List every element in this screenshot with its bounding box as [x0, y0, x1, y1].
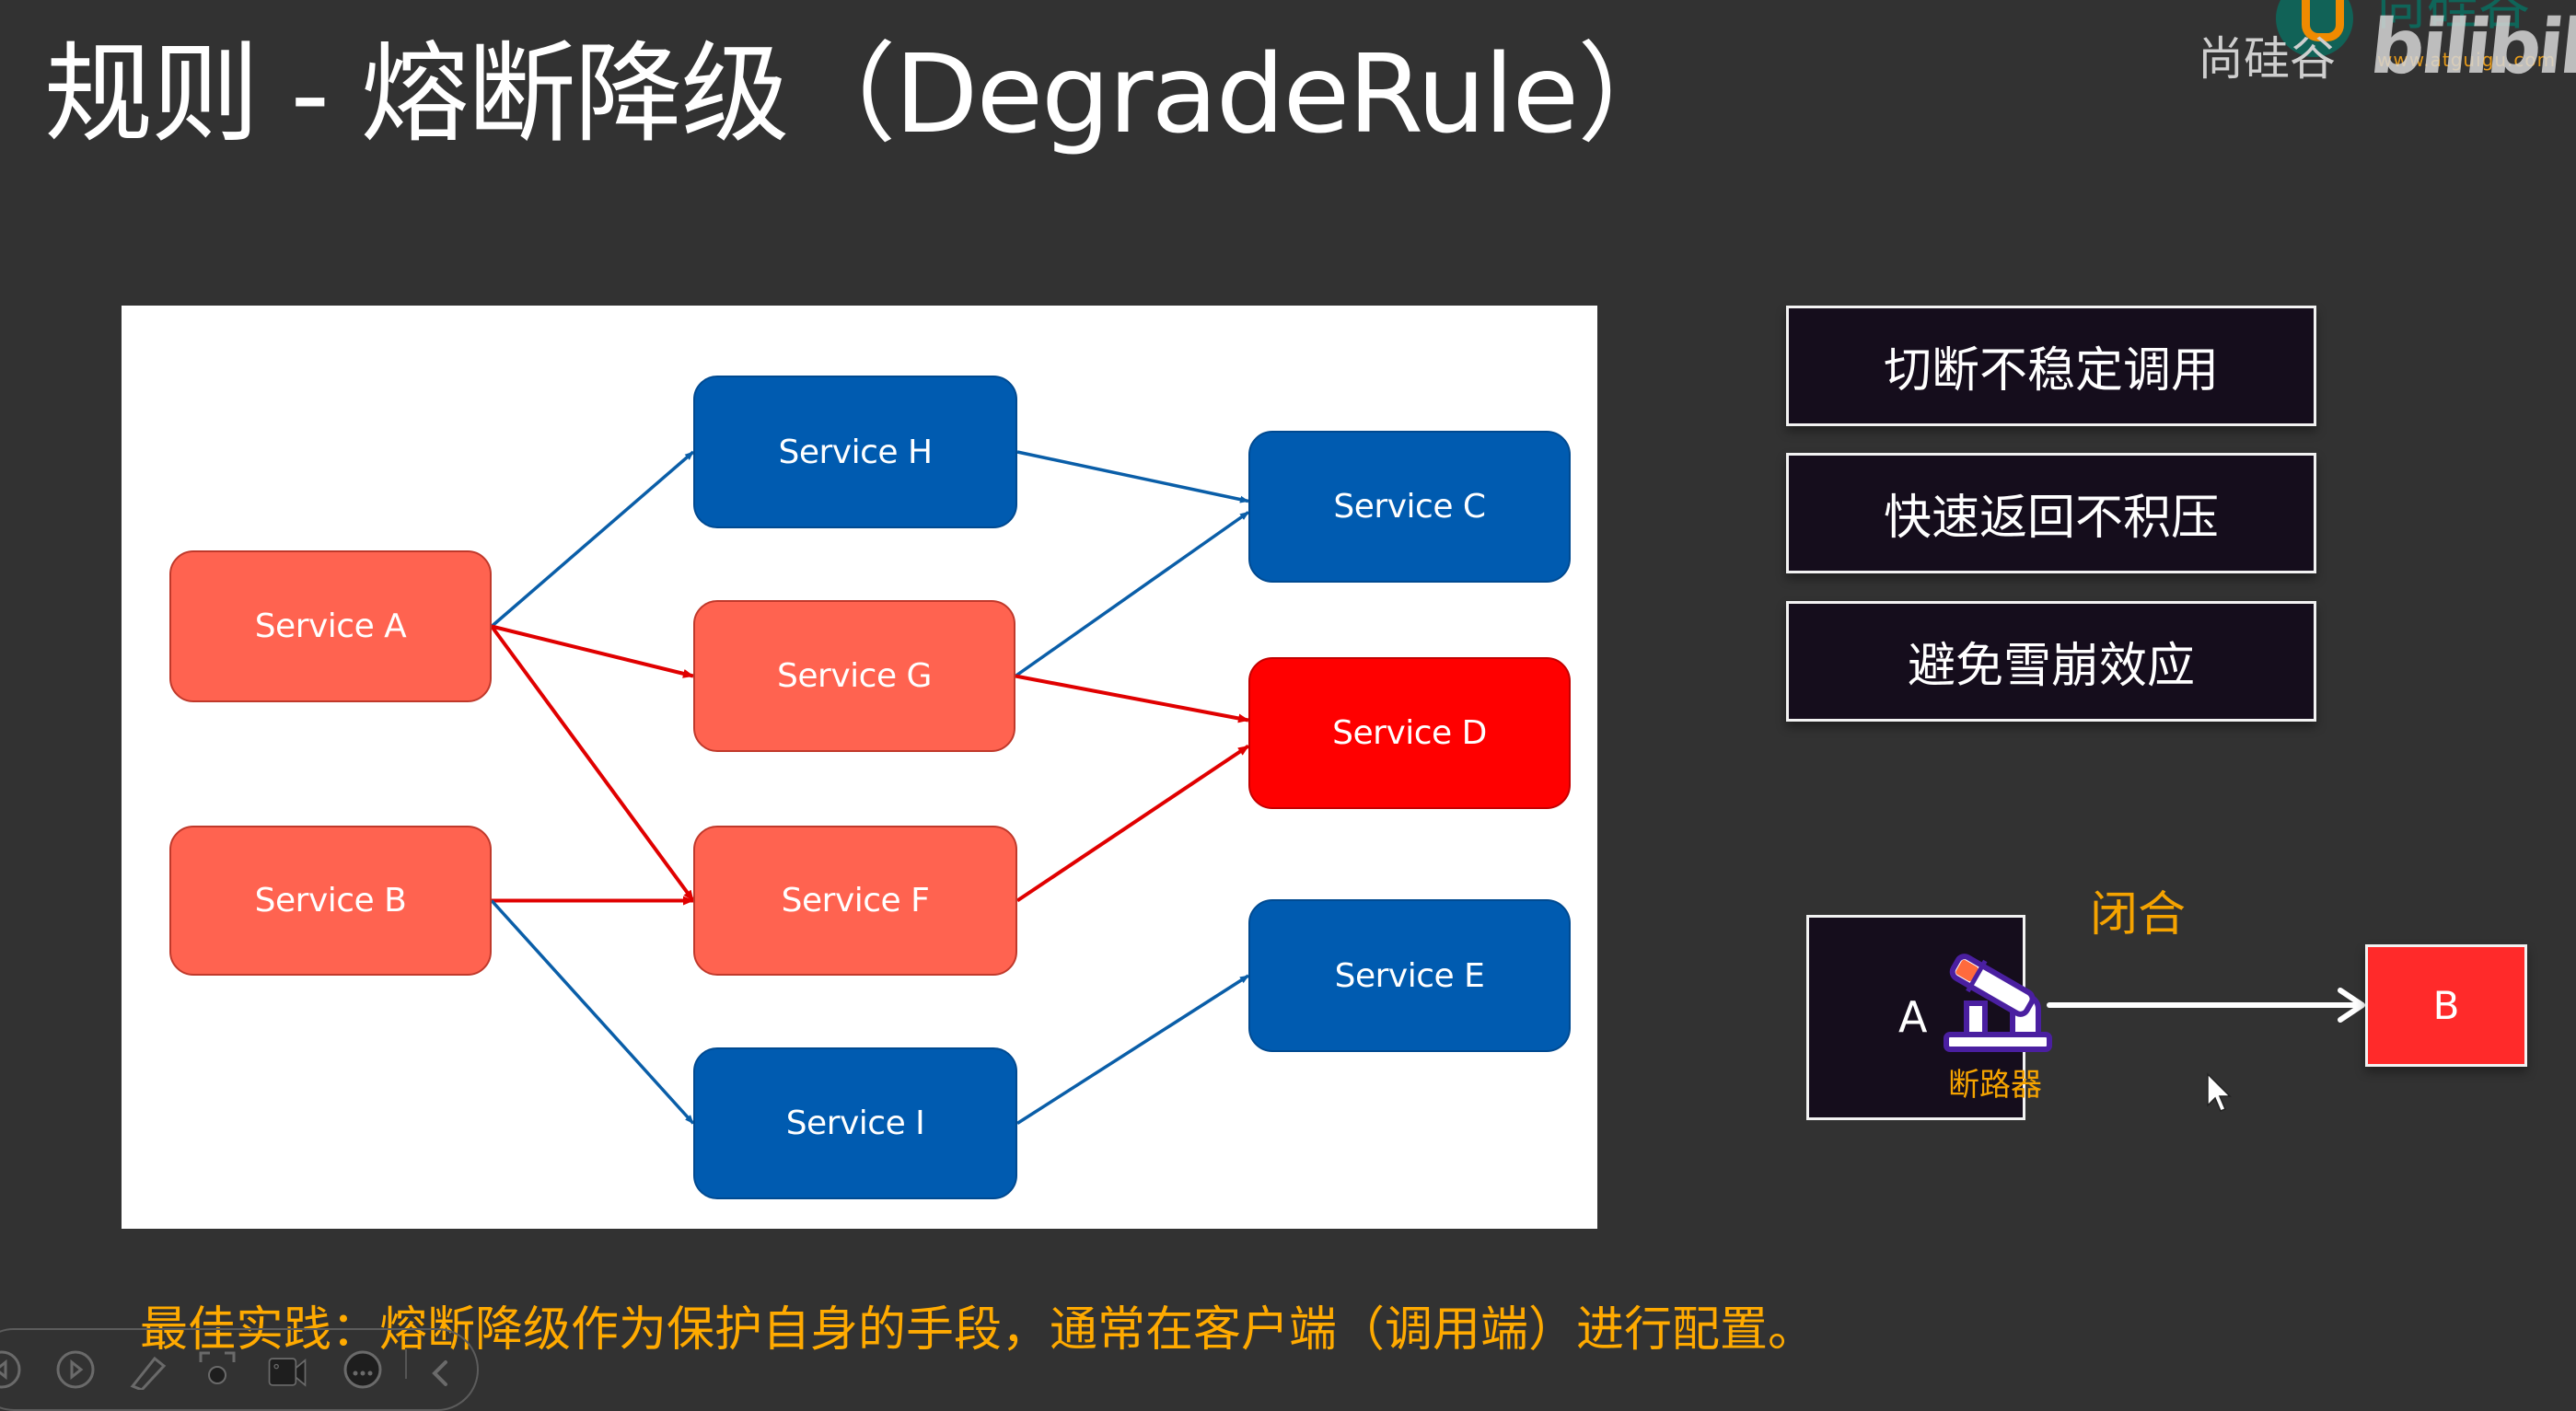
callee-box: B [2365, 944, 2527, 1067]
benefit-cut-unstable-calls: 切断不稳定调用 [1786, 306, 2316, 426]
caller-box [1806, 915, 2025, 1120]
service-node-label: Service I [785, 1105, 925, 1142]
toolbar-divider [405, 1349, 407, 1379]
watermark-brand: 尚硅谷 [2198, 32, 2336, 86]
service-node-label: Service A [254, 607, 407, 645]
collapse-icon[interactable] [420, 1349, 460, 1390]
focus-icon[interactable] [197, 1349, 238, 1390]
watermark-url: www.atguigu.com [2377, 49, 2557, 71]
benefit-label: 避免雪崩效应 [1907, 639, 2195, 694]
circuit-breaker-icon [1944, 954, 2052, 1052]
service-node-e: Service E [1248, 899, 1571, 1052]
watermark: 尚硅谷 www.atguigu.com 尚硅谷 bilibili [2182, 0, 2576, 101]
edge-b-to-i [490, 899, 695, 1125]
service-node-d: Service D [1248, 657, 1571, 809]
edge-f-to-d [1015, 744, 1250, 903]
previous-icon[interactable] [0, 1349, 22, 1390]
service-node-label: Service H [778, 433, 933, 471]
camera-icon[interactable] [267, 1349, 307, 1390]
service-node-c: Service C [1248, 431, 1571, 583]
service-node-b: Service B [169, 826, 492, 976]
edge-a-to-g [491, 624, 694, 678]
service-node-label: Service D [1332, 714, 1487, 752]
service-node-label: Service G [777, 657, 932, 695]
benefit-avoid-avalanche: 避免雪崩效应 [1786, 601, 2316, 722]
slide-title: 规则 - 熔断降级（DegradeRule） [44, 30, 1686, 157]
edge-i-to-e [1016, 974, 1249, 1125]
benefit-label: 快速返回不积压 [1883, 491, 2219, 546]
service-node-label: Service F [781, 882, 930, 919]
edge-g-to-d [1015, 674, 1249, 723]
callee-label: B [2432, 983, 2460, 1028]
caller-label: A [1898, 992, 1928, 1042]
watermark-teal-brand: 尚硅谷 [2375, 0, 2530, 37]
service-node-label: Service B [254, 882, 407, 919]
benefit-label: 切断不稳定调用 [1883, 343, 2219, 399]
pen-icon[interactable] [127, 1349, 168, 1390]
best-practice-note: 最佳实践：熔断降级作为保护自身的手段，通常在客户端（调用端）进行配置。 [140, 1302, 1816, 1358]
breaker-label: 断路器 [1948, 1067, 2042, 1104]
service-node-h: Service H [693, 376, 1017, 528]
benefit-fast-return: 快速返回不积压 [1786, 453, 2316, 573]
service-node-g: Service G [693, 600, 1015, 752]
play-icon[interactable] [55, 1349, 96, 1390]
atguigu-logo-u-icon [2302, 0, 2344, 41]
edge-a-to-f [490, 625, 695, 902]
more-icon[interactable] [342, 1349, 383, 1390]
breaker-state-label: 闭合 [2090, 887, 2187, 943]
bilibili-logo-icon: bilibili [2366, 4, 2576, 91]
edge-g-to-c [1014, 511, 1250, 677]
service-node-label: Service E [1334, 956, 1485, 995]
mouse-cursor-icon [2207, 1072, 2232, 1112]
service-call-diagram: Service A Service B Service H Service G … [122, 306, 1597, 1229]
diagram-edges [490, 450, 1250, 1125]
call-arrow [2047, 988, 2365, 1023]
service-node-label: Service C [1333, 488, 1486, 526]
service-node-a: Service A [169, 550, 492, 702]
service-node-i: Service I [693, 1047, 1017, 1199]
edge-h-to-c [1016, 450, 1249, 503]
service-node-f: Service F [693, 826, 1017, 976]
edge-a-to-h [490, 450, 695, 628]
